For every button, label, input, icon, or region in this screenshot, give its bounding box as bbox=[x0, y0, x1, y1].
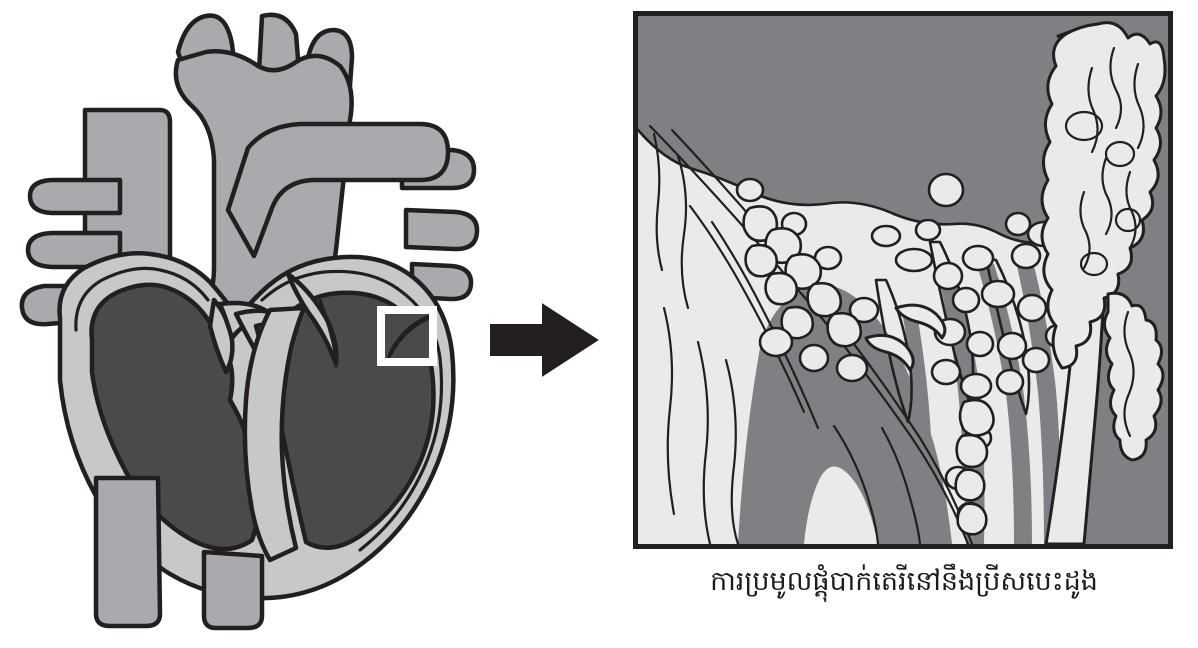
bacteria-cluster-left bbox=[735, 177, 869, 383]
bacterium bbox=[954, 468, 986, 502]
vessel-descending-left bbox=[93, 475, 163, 629]
fiber-sliver-3 bbox=[1016, 258, 1061, 544]
tissue-hook-1 bbox=[894, 303, 947, 340]
bacterium bbox=[932, 261, 964, 291]
bacterium bbox=[958, 398, 995, 437]
bacterium bbox=[848, 296, 880, 324]
heart-cross-section-panel: .ol { stroke:#231f20; stroke-width:4.5; … bbox=[0, 0, 500, 640]
leaflet-sliver-mid-1 bbox=[874, 278, 913, 424]
vegetation-vacuole bbox=[1079, 251, 1109, 277]
bacterium bbox=[955, 433, 989, 469]
bacterium bbox=[956, 502, 988, 536]
bacterium bbox=[965, 330, 995, 358]
fiber-sliver-4 bbox=[902, 308, 933, 544]
fiber-sliver-2 bbox=[978, 264, 1032, 544]
bacterium bbox=[951, 286, 981, 314]
vessel-descending-right bbox=[201, 549, 265, 631]
magnified-valve-detail-panel: .t { fill:#e9eaea; stroke:#231f20; strok… bbox=[628, 8, 1180, 554]
inset-content bbox=[638, 16, 1168, 544]
bacterium bbox=[980, 279, 1016, 309]
bacterium bbox=[930, 358, 962, 386]
bacterium bbox=[744, 243, 779, 278]
tissue-curves-mid bbox=[832, 424, 922, 544]
bacterium bbox=[1021, 346, 1051, 374]
vessel-pulmonary-artery bbox=[225, 121, 451, 259]
bacterium bbox=[798, 343, 830, 373]
tissue-hook-2 bbox=[864, 333, 915, 372]
bacterium bbox=[835, 353, 869, 383]
vegetation-mass-upper-right bbox=[1040, 21, 1167, 370]
bacterium bbox=[1016, 293, 1048, 323]
valve-callout-box[interactable] bbox=[377, 306, 437, 366]
vegetation-vacuole bbox=[1114, 207, 1142, 233]
vessel-pulmonary-vein-upper-left bbox=[27, 177, 123, 216]
chamber-right-trabecula bbox=[100, 352, 196, 395]
blood-pool-upper bbox=[638, 16, 1168, 243]
bacterium bbox=[826, 311, 863, 348]
chordae-left-ventricle bbox=[318, 298, 338, 358]
magnify-arrow-panel bbox=[485, 295, 625, 385]
descending-vessels-group bbox=[93, 475, 265, 631]
vessel-pulmonary-vein-lower-right bbox=[403, 207, 480, 252]
bacterium bbox=[735, 177, 765, 203]
magnified-valve-detail-svg: .t { fill:#e9eaea; stroke:#231f20; strok… bbox=[633, 11, 1173, 549]
vegetation-streamer-right bbox=[1103, 291, 1165, 462]
vegetation-vacuole bbox=[1064, 110, 1104, 142]
bacterium bbox=[959, 372, 993, 400]
vessel-pulmonary-vein-lower-left bbox=[25, 230, 123, 270]
callout-box-contents bbox=[385, 314, 429, 358]
bacteria-chain-center bbox=[954, 398, 995, 536]
bacterium bbox=[758, 326, 794, 358]
callout-valve-leaflet-shape bbox=[386, 314, 429, 358]
interventricular-septum bbox=[242, 305, 307, 563]
bacterium bbox=[806, 281, 843, 318]
valve-aortic-leaflet bbox=[285, 271, 339, 367]
bacterium bbox=[995, 368, 1025, 396]
great-vessels-group bbox=[19, 12, 480, 347]
callout-box-border bbox=[377, 306, 437, 366]
valve-leaflet-body-left bbox=[738, 285, 952, 544]
tissue-striations-left bbox=[652, 132, 740, 544]
bacterium bbox=[870, 224, 902, 248]
bacterium bbox=[1004, 211, 1032, 237]
magnify-arrow-svg bbox=[490, 303, 599, 377]
magnify-arrow-icon bbox=[490, 303, 599, 377]
bacterium bbox=[764, 271, 799, 306]
heart-cross-section-svg: .ol { stroke:#231f20; stroke-width:4.5; … bbox=[19, 12, 480, 631]
vegetation-lobe-main bbox=[1040, 21, 1167, 370]
vegetation-vacuole bbox=[1104, 140, 1136, 168]
bacterium bbox=[780, 305, 815, 340]
endocardium-rim-left bbox=[74, 266, 210, 332]
bacterium bbox=[961, 244, 995, 272]
bacterium bbox=[1010, 242, 1042, 270]
bacterium bbox=[914, 218, 942, 242]
figure-caption: ការប្រមូលផ្តុំបាក់តេរីនៅនឹងប្រីសបេះដូង bbox=[710, 566, 1098, 597]
tissue-hooks bbox=[864, 303, 947, 372]
bacterium bbox=[894, 247, 934, 273]
bacterium bbox=[996, 331, 1028, 361]
bacterium bbox=[927, 172, 965, 208]
valves-group bbox=[207, 271, 339, 563]
